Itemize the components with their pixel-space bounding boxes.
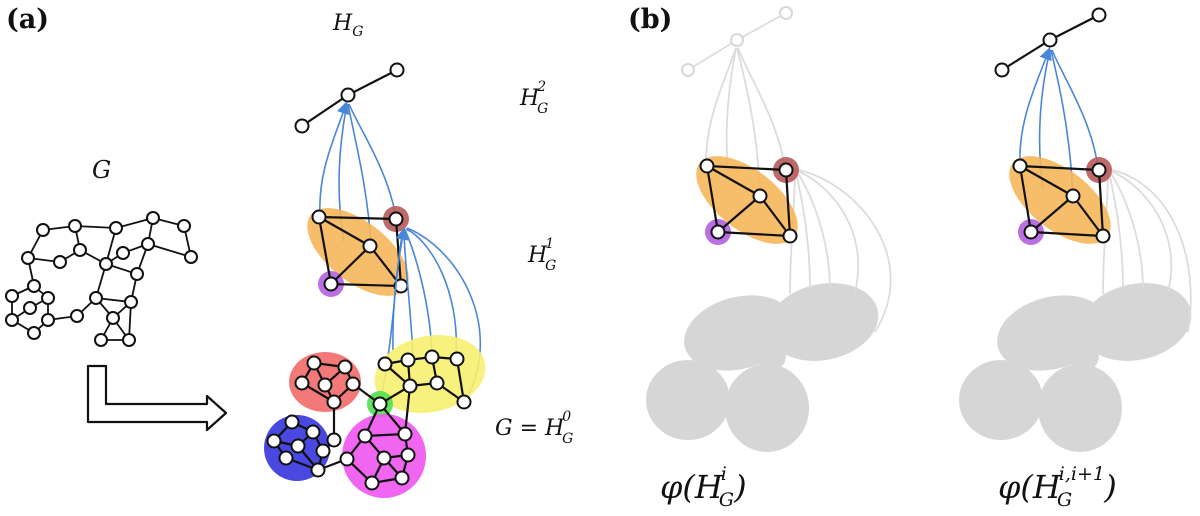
level-2-graph bbox=[294, 62, 405, 134]
level-0-graph bbox=[266, 349, 472, 491]
hg-title: HG bbox=[332, 11, 363, 40]
input-graph bbox=[5, 211, 198, 347]
phi-level-view bbox=[646, 6, 892, 452]
phi-interlevel-view bbox=[959, 7, 1192, 452]
panel-label-b: (b) bbox=[628, 4, 672, 35]
transform-arrow-icon bbox=[86, 364, 228, 432]
cluster-orange bbox=[307, 208, 409, 296]
graph-g-label: G bbox=[92, 156, 111, 184]
panel-label-a: (a) bbox=[6, 4, 49, 35]
